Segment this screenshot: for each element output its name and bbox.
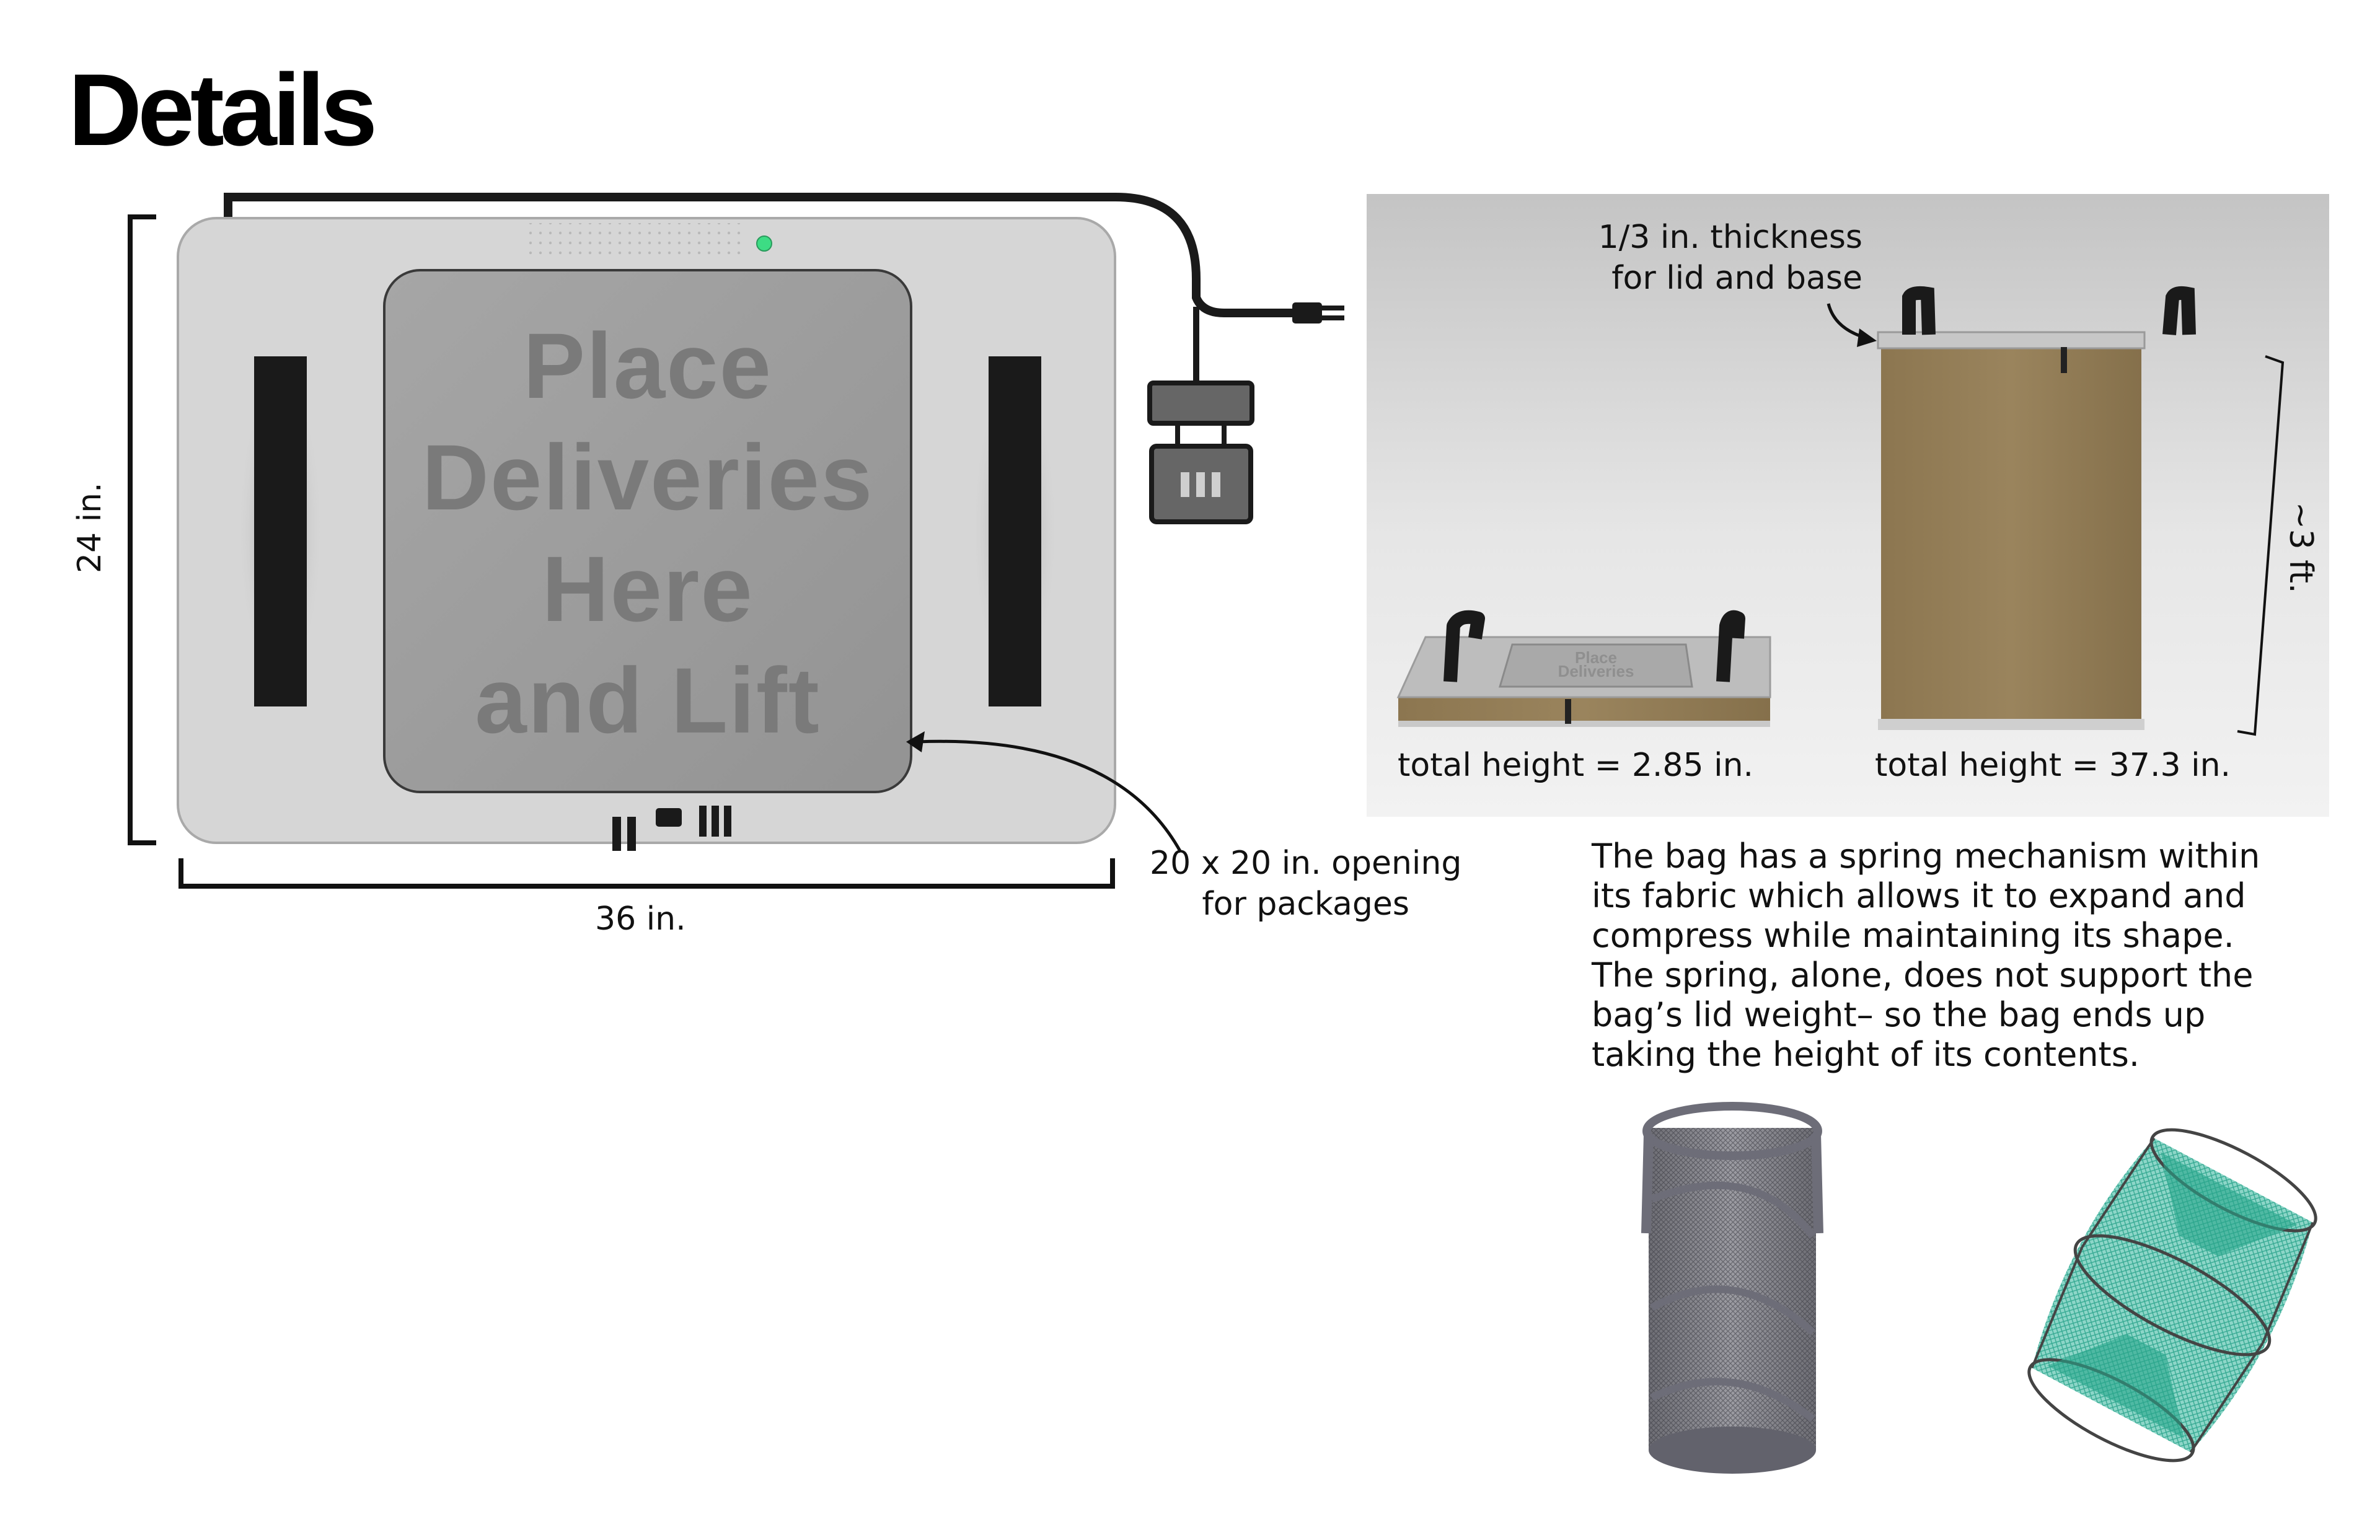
spring-line-5: bag’s lid weight– so the bag ends up [1592, 995, 2206, 1034]
power-adapter-icon [1147, 381, 1254, 524]
gray-mesh-hamper [1641, 1102, 1823, 1474]
opening-label-line-2: for packages [1202, 886, 1409, 923]
spring-line-2: its fabric which allows it to expand and [1592, 876, 2246, 915]
spring-line-4: The spring, alone, does not support the [1592, 956, 2254, 995]
right-handle [989, 356, 1041, 706]
mini-pad-text-0: Place [1575, 648, 1617, 667]
height-label: 24 in. [71, 482, 108, 573]
curved-arrow-icon [917, 739, 1183, 853]
expanded-side-label: ~3 ft. [2282, 502, 2319, 594]
power-cord [224, 193, 1300, 317]
spring-line-1: The bag has a spring mechanism within [1592, 837, 2260, 876]
pad-text-line-1: Place [523, 314, 772, 418]
thickness-label-line-2: for lid and base [1611, 260, 1862, 297]
green-mesh-trap [2027, 1128, 2317, 1463]
collapsed-height-caption: total height = 2.85 in. [1398, 747, 1754, 784]
expanded-box [1877, 286, 2196, 730]
thickness-label-line-1: 1/3 in. thickness [1598, 219, 1862, 256]
pad-instruction-text: Place Deliveries Here and Lift [384, 310, 911, 756]
expanded-height-dimension [2237, 355, 2285, 736]
width-dimension [178, 858, 1115, 889]
left-handle [254, 356, 307, 706]
ports-cluster [612, 806, 731, 851]
width-label: 36 in. [595, 900, 686, 938]
expanded-height-caption: total height = 37.3 in. [1875, 747, 2231, 784]
pad-text-line-3: Here [542, 537, 754, 641]
page-title: Details [68, 53, 377, 167]
spring-line-3: compress while maintaining its shape. [1592, 916, 2234, 955]
height-dimension [128, 214, 156, 845]
delivery-pad [383, 269, 912, 793]
opening-label: 20 x 20 in. opening for packages [1150, 843, 1461, 925]
pad-text-line-2: Deliveries [421, 425, 874, 529]
spring-line-6: taking the height of its contents. [1592, 1035, 2140, 1074]
pad-text-line-4: and Lift [475, 648, 821, 752]
speaker-grille [524, 223, 747, 258]
spring-description: The bag has a spring mechanism within it… [1592, 837, 2335, 1075]
mini-pad-text-1: Deliveries [1558, 662, 1634, 680]
thickness-label: 1/3 in. thickness for lid and base [1580, 217, 1862, 299]
opening-label-line-1: 20 x 20 in. opening [1150, 845, 1462, 882]
status-led-icon [756, 235, 772, 252]
collapsed-box [1396, 610, 1771, 727]
power-plug-icon [1292, 302, 1344, 323]
